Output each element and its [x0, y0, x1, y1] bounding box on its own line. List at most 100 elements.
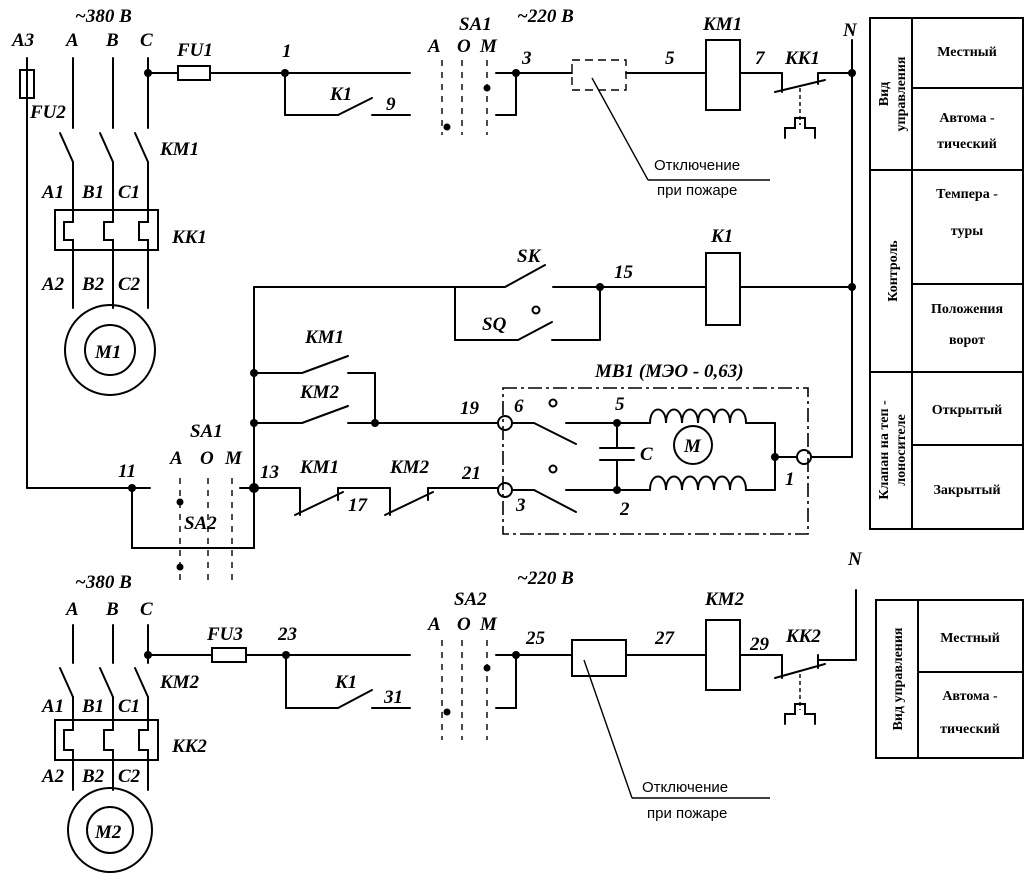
- km1-nc-label: KM1: [299, 457, 339, 478]
- sa2-bottom-o-label: O: [457, 614, 471, 635]
- fu2-label: FU2: [29, 102, 66, 123]
- sa1-top-m-label: M: [479, 36, 498, 57]
- kk1-power-label: KK1: [171, 227, 207, 248]
- motor-m2-label: M2: [94, 822, 122, 843]
- mb1-terminal-2-label: 2: [619, 499, 630, 520]
- node-3-label: 3: [521, 48, 532, 69]
- phase-b-bottom-label: B: [105, 599, 119, 620]
- node-7-label: 7: [755, 48, 766, 69]
- phase-c-bottom-label: C: [140, 599, 153, 620]
- actuator-motor-label: M: [683, 436, 702, 457]
- sa2-bottom-a-label: A: [427, 614, 441, 635]
- table-temperature-value-1: Темпера -: [936, 187, 998, 202]
- a1-top-label: A1: [41, 182, 64, 203]
- table-valve-header-1: Клапан на теп -: [877, 400, 892, 500]
- mb1-terminal-1-label: 1: [785, 469, 795, 490]
- table-open-value: Открытый: [932, 403, 1002, 418]
- sa2-bottom-m-label: M: [479, 614, 498, 635]
- node-5-label: 5: [665, 48, 675, 69]
- b1-top-label: B1: [81, 182, 104, 203]
- mb1-terminal-5-label: 5: [615, 394, 625, 415]
- sa1-top-o-label: O: [457, 36, 471, 57]
- k1-relay-circuit: [253, 252, 856, 489]
- table-auto-value-2: тический: [937, 137, 997, 152]
- sa1-middle-a-label: A: [169, 448, 183, 469]
- bottom-control-circuit: [282, 589, 857, 799]
- node-29-label: 29: [749, 634, 770, 655]
- table-temperature-value-2: туры: [951, 224, 983, 239]
- table-auto-value-1: Автома -: [939, 111, 995, 126]
- node-21-label: 21: [461, 463, 481, 484]
- c2-bottom-label: C2: [118, 766, 141, 787]
- table-bottom-control-type-header: Вид управления: [891, 627, 906, 730]
- fire-off-top-line2: при пожаре: [657, 182, 737, 199]
- mb1-terminal-3-label: 3: [515, 495, 526, 516]
- table-control-type-header-1: Вид: [877, 82, 892, 107]
- b2-top-label: B2: [81, 274, 105, 295]
- mb1-terminal-6-label: 6: [514, 396, 524, 417]
- km1-aux-contact-label: KM1: [304, 327, 344, 348]
- node-27-label: 27: [654, 628, 676, 649]
- node-17-label: 19: [460, 398, 480, 419]
- legend-table-top: [869, 17, 1024, 530]
- mb1-label: MB1 (МЭО - 0,63): [594, 361, 744, 382]
- sa1-middle-label: SA1: [190, 421, 223, 442]
- km2-nc-label: KM2: [389, 457, 430, 478]
- node-15-label: 15: [614, 262, 634, 283]
- table-valve-header-2: лоносителе: [894, 414, 909, 485]
- voltage-220-top-label: ~220 В: [517, 6, 574, 27]
- node-11-label: 11: [118, 461, 136, 482]
- sa1-middle-m-label: M: [224, 448, 243, 469]
- top-control-circuit: [281, 39, 856, 456]
- k1-top-contact-label: K1: [329, 84, 352, 105]
- fire-off-bottom-line1: Отключение: [642, 779, 728, 796]
- phase-a-bottom-label: A: [65, 599, 79, 620]
- table-bottom-auto-value-1: Автома -: [942, 689, 998, 704]
- table-bottom-auto-value-2: тический: [940, 722, 1000, 737]
- mb1-actuator-circuit: [249, 355, 853, 535]
- a1-bottom-label: A1: [41, 696, 64, 717]
- k1-bottom-contact-label: K1: [334, 672, 357, 693]
- node-19-label: 17: [348, 495, 369, 516]
- table-control-type-header-2: управления: [894, 56, 909, 131]
- phase-a-label: A: [65, 30, 79, 51]
- sa1-top-a-label: A: [427, 36, 441, 57]
- table-closed-value: Закрытый: [933, 483, 1000, 498]
- a2-bottom-label: A2: [41, 766, 65, 787]
- k1-coil-label: K1: [710, 226, 733, 247]
- a2-top-label: A2: [41, 274, 65, 295]
- phase-a3-label: A3: [11, 30, 34, 51]
- node-23-label: 23: [277, 624, 297, 645]
- table-gate-position-value-1: Положения: [931, 302, 1004, 317]
- table-bottom-local-value: Местный: [940, 631, 1000, 646]
- legend-table-bottom: [875, 599, 1024, 759]
- b1-bottom-label: B1: [81, 696, 104, 717]
- capacitor-c-label: C: [640, 444, 653, 465]
- node-25-label: 25: [525, 628, 546, 649]
- sa2-middle-label: SA2: [184, 513, 217, 534]
- kk1-contact-label: KK1: [784, 48, 820, 69]
- phase-c-label: C: [140, 30, 153, 51]
- middle-selector-circuit: [26, 478, 255, 582]
- voltage-380-bottom-label: ~380 В: [75, 572, 132, 593]
- neutral-n-bottom-label: N: [847, 549, 863, 570]
- c1-bottom-label: C1: [118, 696, 140, 717]
- node-9-label: 9: [386, 94, 396, 115]
- phase-b-label: B: [105, 30, 119, 51]
- sa2-bottom-label: SA2: [454, 589, 487, 610]
- km2-aux-contact-label: KM2: [299, 382, 340, 403]
- km2-power-label: KM2: [159, 672, 200, 693]
- kk2-power-label: KK2: [171, 736, 207, 757]
- c2-top-label: C2: [118, 274, 141, 295]
- km1-coil-label: KM1: [702, 14, 742, 35]
- fu1-label: FU1: [176, 40, 213, 61]
- motor-m1-label: M1: [94, 342, 121, 363]
- sk-label: SK: [517, 246, 542, 267]
- c1-top-label: C1: [118, 182, 140, 203]
- table-monitoring-header: Контроль: [886, 240, 901, 302]
- fu3-label: FU3: [206, 624, 243, 645]
- sa1-top-label: SA1: [459, 14, 492, 35]
- table-gate-position-value-2: ворот: [949, 333, 985, 348]
- voltage-380-top-label: ~380 В: [75, 6, 132, 27]
